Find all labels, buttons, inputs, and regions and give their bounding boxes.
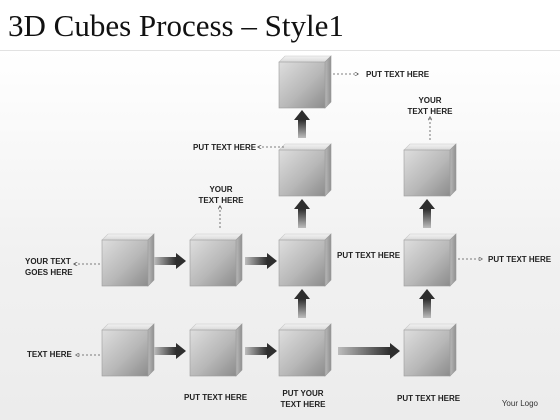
arrow-up-icon: [294, 110, 310, 138]
cube-row2-col3: [278, 233, 332, 287]
cube-row2-col1: [101, 233, 155, 287]
arrow-right-icon: [154, 253, 186, 269]
cube-row3-col3: [278, 323, 332, 377]
title-divider: [0, 50, 560, 51]
cube-mid-right-upper: [403, 143, 457, 197]
cube-mid-center-upper: [278, 143, 332, 197]
arrow-right-icon: [338, 343, 400, 359]
label-bottom-2: PUT YOUR TEXT HERE: [280, 389, 326, 409]
label-bottom-1: PUT TEXT HERE: [184, 393, 248, 402]
slide-title: 3D Cubes Process – Style1: [8, 8, 344, 43]
label-your-text-right: YOUR TEXT HERE: [407, 96, 453, 116]
cube-row3-col4: [403, 323, 457, 377]
arrow-up-icon: [419, 199, 435, 228]
label-far-right: PUT TEXT HERE: [488, 255, 552, 264]
arrow-right-icon: [245, 253, 277, 269]
cube-row3-col2: [189, 323, 243, 377]
label-left-lower: TEXT HERE: [27, 350, 72, 359]
label-your-text-mid: YOUR TEXT HERE: [198, 185, 244, 205]
arrow-right-icon: [154, 343, 186, 359]
cube-row3-col1: [101, 323, 155, 377]
cube-row2-col4: [403, 233, 457, 287]
cube-row2-col2: [189, 233, 243, 287]
arrow-up-icon: [294, 289, 310, 318]
label-mid-left: PUT TEXT HERE: [193, 143, 257, 152]
arrow-up-icon: [294, 199, 310, 228]
label-top: PUT TEXT HERE: [366, 70, 430, 79]
cube-top-center: [278, 55, 332, 109]
label-left-upper: YOUR TEXT GOES HERE: [25, 257, 73, 277]
arrow-up-icon: [419, 289, 435, 318]
logo-text: Your Logo: [501, 399, 538, 408]
arrow-right-icon: [245, 343, 277, 359]
label-bottom-3: PUT TEXT HERE: [397, 394, 461, 403]
label-center-right: PUT TEXT HERE: [337, 251, 401, 260]
